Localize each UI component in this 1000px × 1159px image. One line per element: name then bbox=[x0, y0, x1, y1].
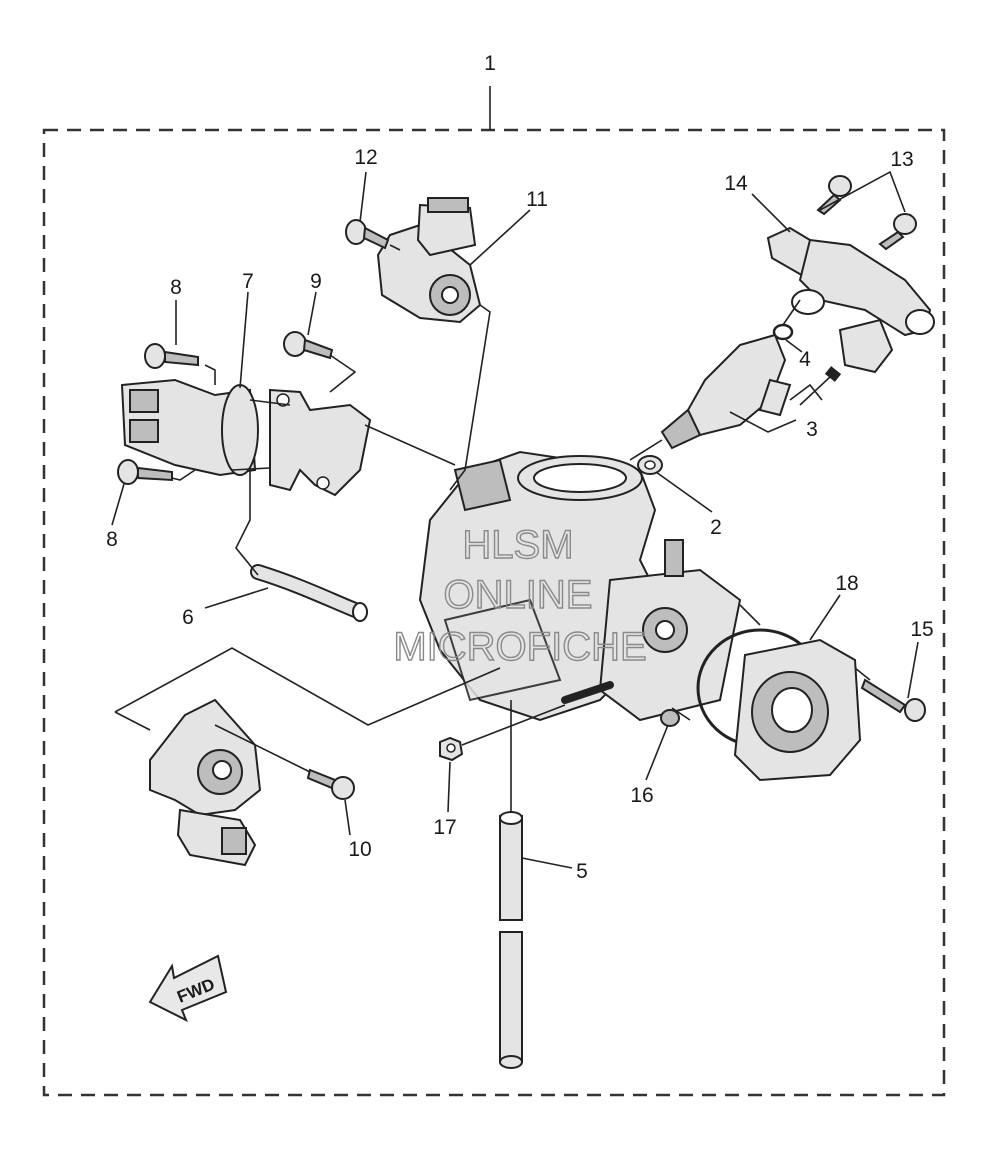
bolt-8-lower[interactable] bbox=[117, 459, 173, 485]
callout-18: 18 bbox=[835, 572, 858, 595]
callout-15: 15 bbox=[910, 618, 933, 641]
callout-10: 10 bbox=[348, 838, 371, 861]
callout-16: 16 bbox=[630, 784, 653, 807]
callout-11: 11 bbox=[526, 188, 548, 211]
assembly-lines bbox=[114, 244, 871, 812]
callout-17: 17 bbox=[433, 816, 456, 839]
bolt-9[interactable] bbox=[283, 331, 334, 360]
seal-2[interactable] bbox=[637, 455, 663, 475]
bolt-13-lower[interactable] bbox=[878, 213, 917, 251]
callout-3: 3 bbox=[806, 418, 818, 441]
watermark-line-1: HLSM bbox=[462, 523, 573, 567]
callout-1: 1 bbox=[484, 52, 496, 75]
callout-labels: 1 2 3 4 5 6 7 8 8 9 10 11 12 13 14 15 16… bbox=[106, 52, 934, 883]
callout-8-lower: 8 bbox=[106, 528, 118, 551]
bolt-10[interactable] bbox=[306, 768, 355, 800]
nut-16[interactable] bbox=[660, 709, 680, 727]
hose-6[interactable] bbox=[250, 564, 368, 622]
delivery-pipe-14[interactable] bbox=[766, 226, 935, 382]
callout-13: 13 bbox=[890, 148, 913, 171]
injector-3[interactable] bbox=[660, 333, 792, 450]
callout-9: 9 bbox=[310, 270, 322, 293]
throttle-body[interactable] bbox=[418, 450, 742, 722]
callout-6: 6 bbox=[182, 606, 194, 629]
callout-4: 4 bbox=[799, 348, 811, 371]
callout-7: 7 bbox=[242, 270, 254, 293]
watermark: HLSM ONLINE MICROFICHE bbox=[393, 522, 648, 669]
callout-14: 14 bbox=[724, 172, 748, 195]
nut-17[interactable] bbox=[439, 736, 464, 762]
callout-leaders bbox=[111, 170, 919, 869]
assembly-boundary bbox=[42, 128, 946, 1097]
watermark-line-2: ONLINE bbox=[444, 573, 593, 617]
tube-5[interactable] bbox=[499, 811, 523, 1069]
watermark-line-3: MICROFICHE bbox=[393, 625, 646, 669]
sensor-11[interactable] bbox=[376, 197, 482, 324]
bracket[interactable] bbox=[269, 388, 372, 497]
bolt-15[interactable] bbox=[860, 678, 926, 722]
callout-8-upper: 8 bbox=[170, 276, 182, 299]
callout-2: 2 bbox=[710, 516, 722, 539]
callout-5: 5 bbox=[576, 860, 588, 883]
bolt-12[interactable] bbox=[345, 219, 390, 250]
bolt-8-upper[interactable] bbox=[144, 343, 199, 369]
cover-plate[interactable] bbox=[733, 638, 862, 782]
sensor-lower-left[interactable] bbox=[149, 698, 262, 867]
fwd-arrow: FWD bbox=[148, 954, 228, 1023]
callout-12: 12 bbox=[354, 146, 377, 169]
sensor-7[interactable] bbox=[120, 378, 259, 477]
